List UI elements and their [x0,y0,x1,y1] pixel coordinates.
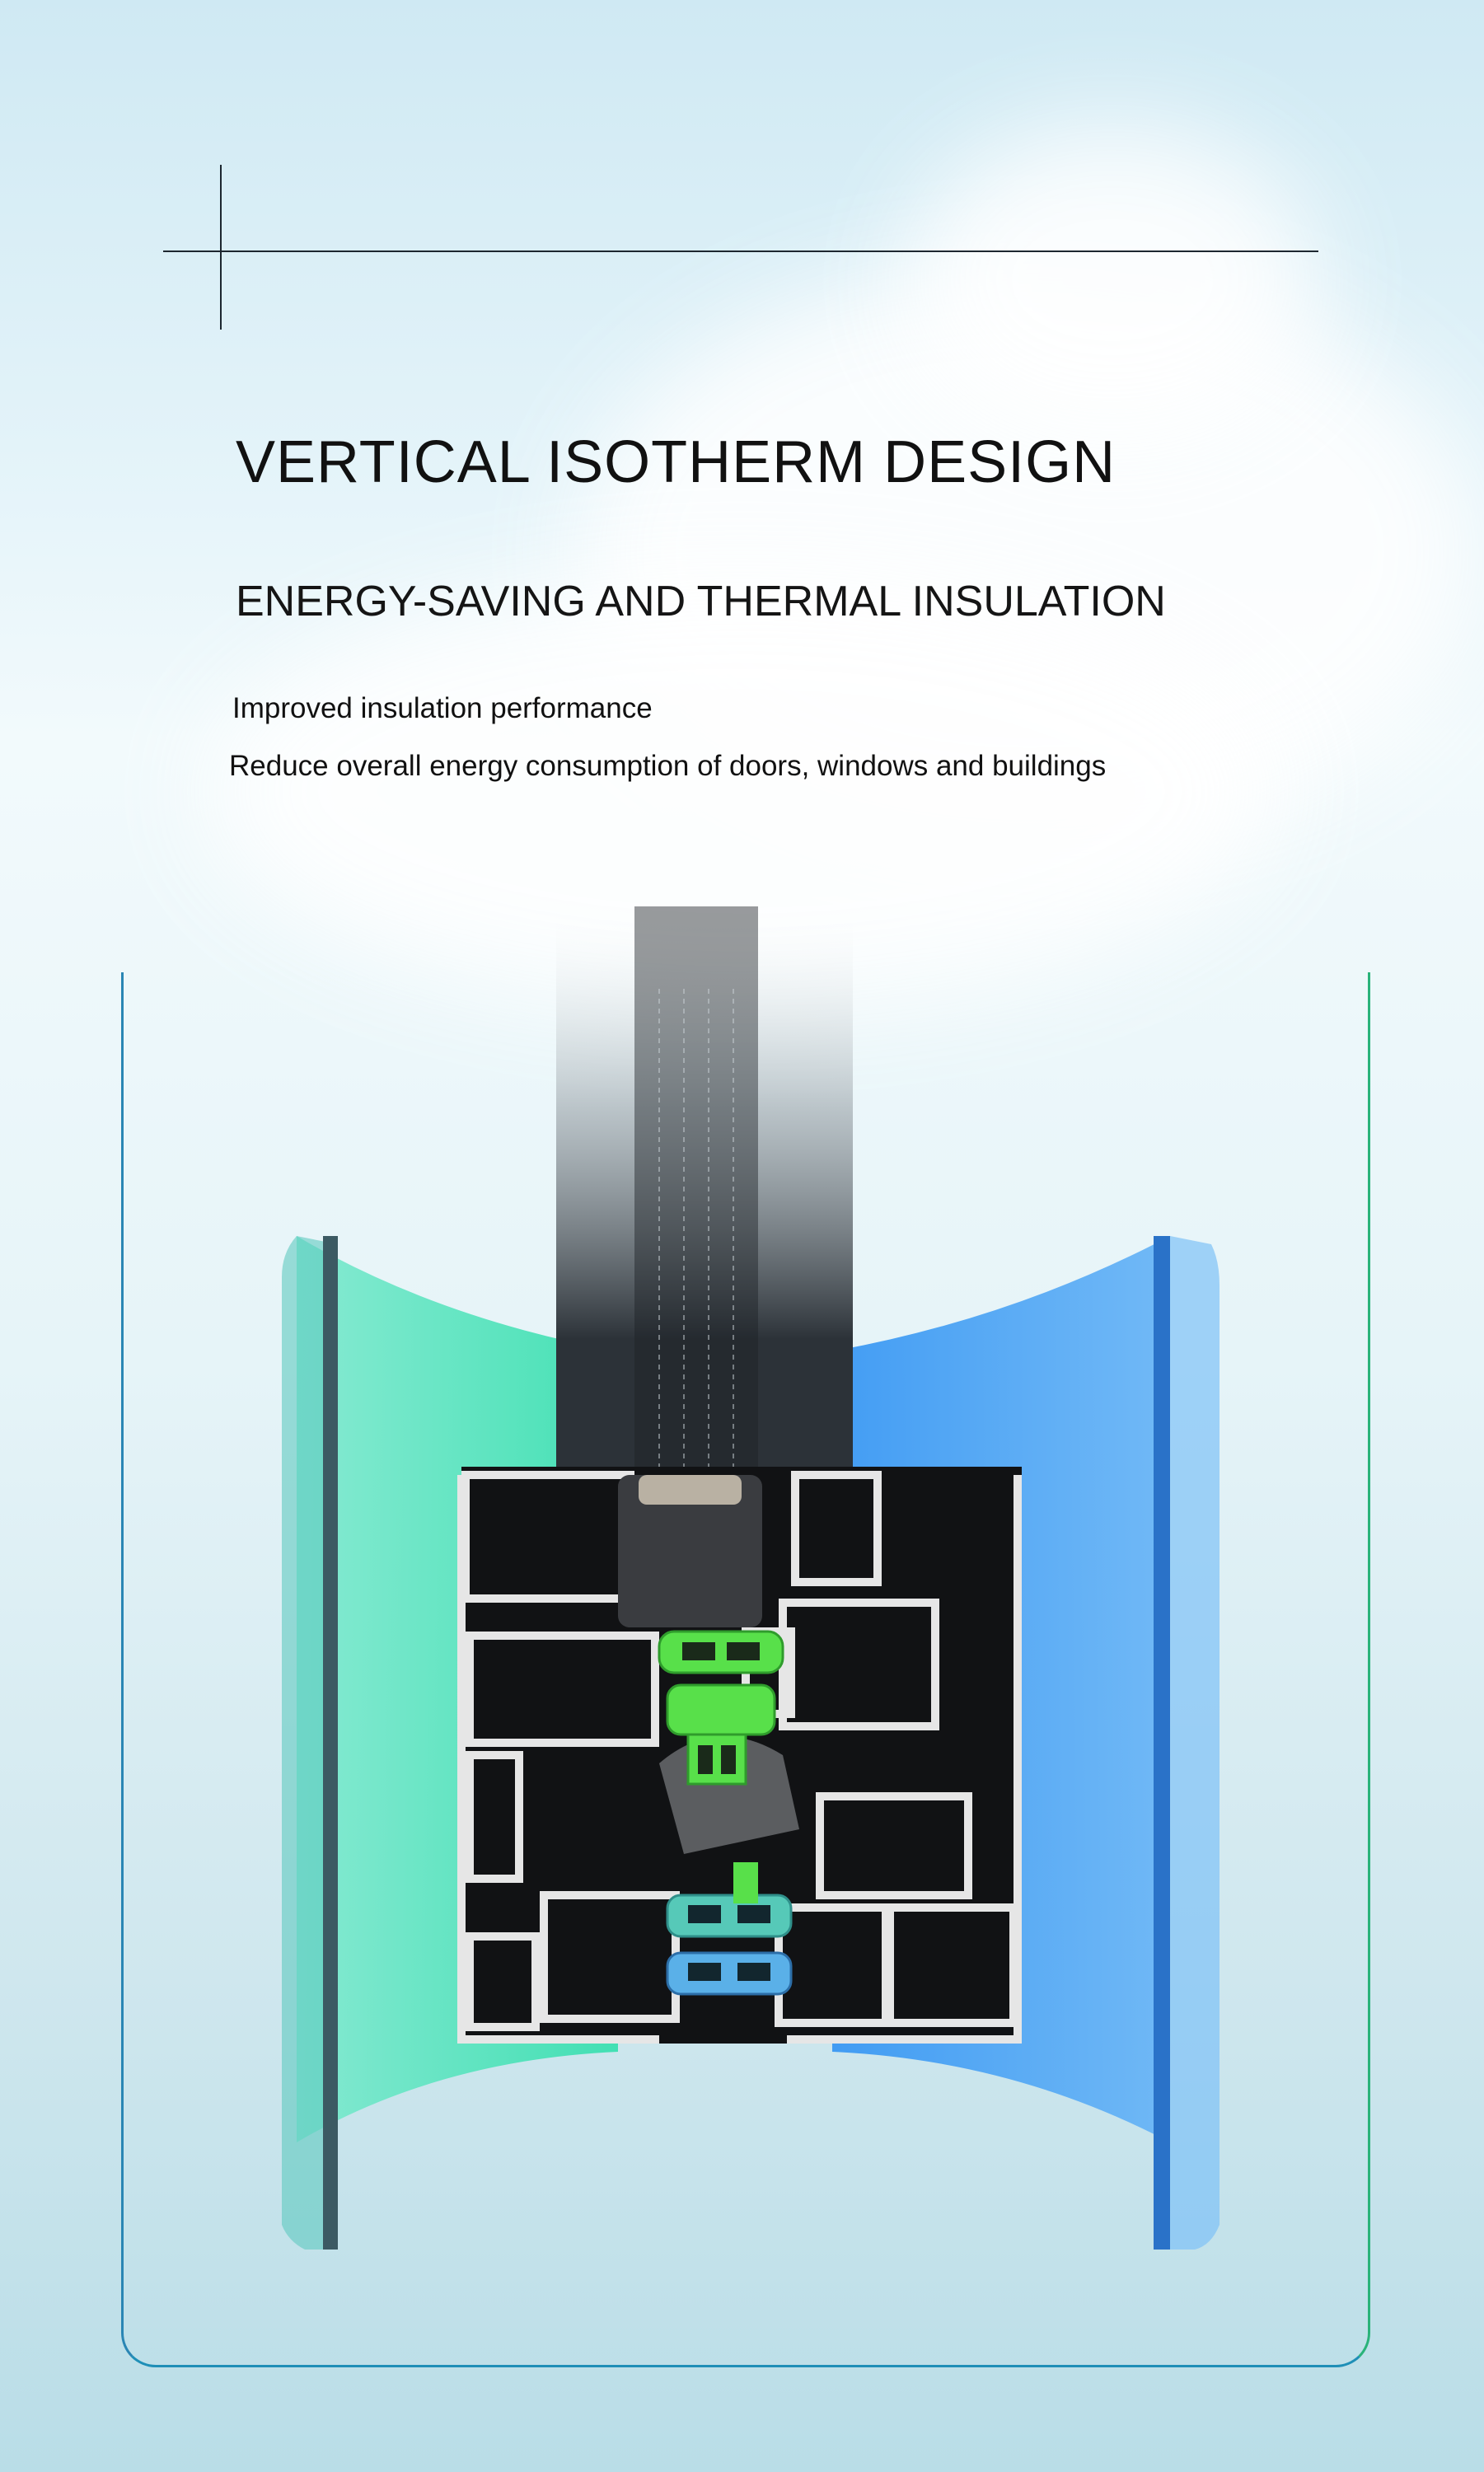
frame-horizontal-line [163,250,1318,252]
page-subtitle: ENERGY-SAVING AND THERMAL INSULATION [236,578,1166,625]
description-line-2: Reduce overall energy consumption of doo… [229,750,1107,782]
window-profile-cross-section-icon [282,906,1220,2250]
frame-vertical-line [220,165,222,330]
background-cloud [906,124,1318,437]
description-line-1: Improved insulation performance [232,692,653,724]
page-title: VERTICAL ISOTHERM DESIGN [236,429,1117,495]
content-panel-outline [121,972,1370,2367]
